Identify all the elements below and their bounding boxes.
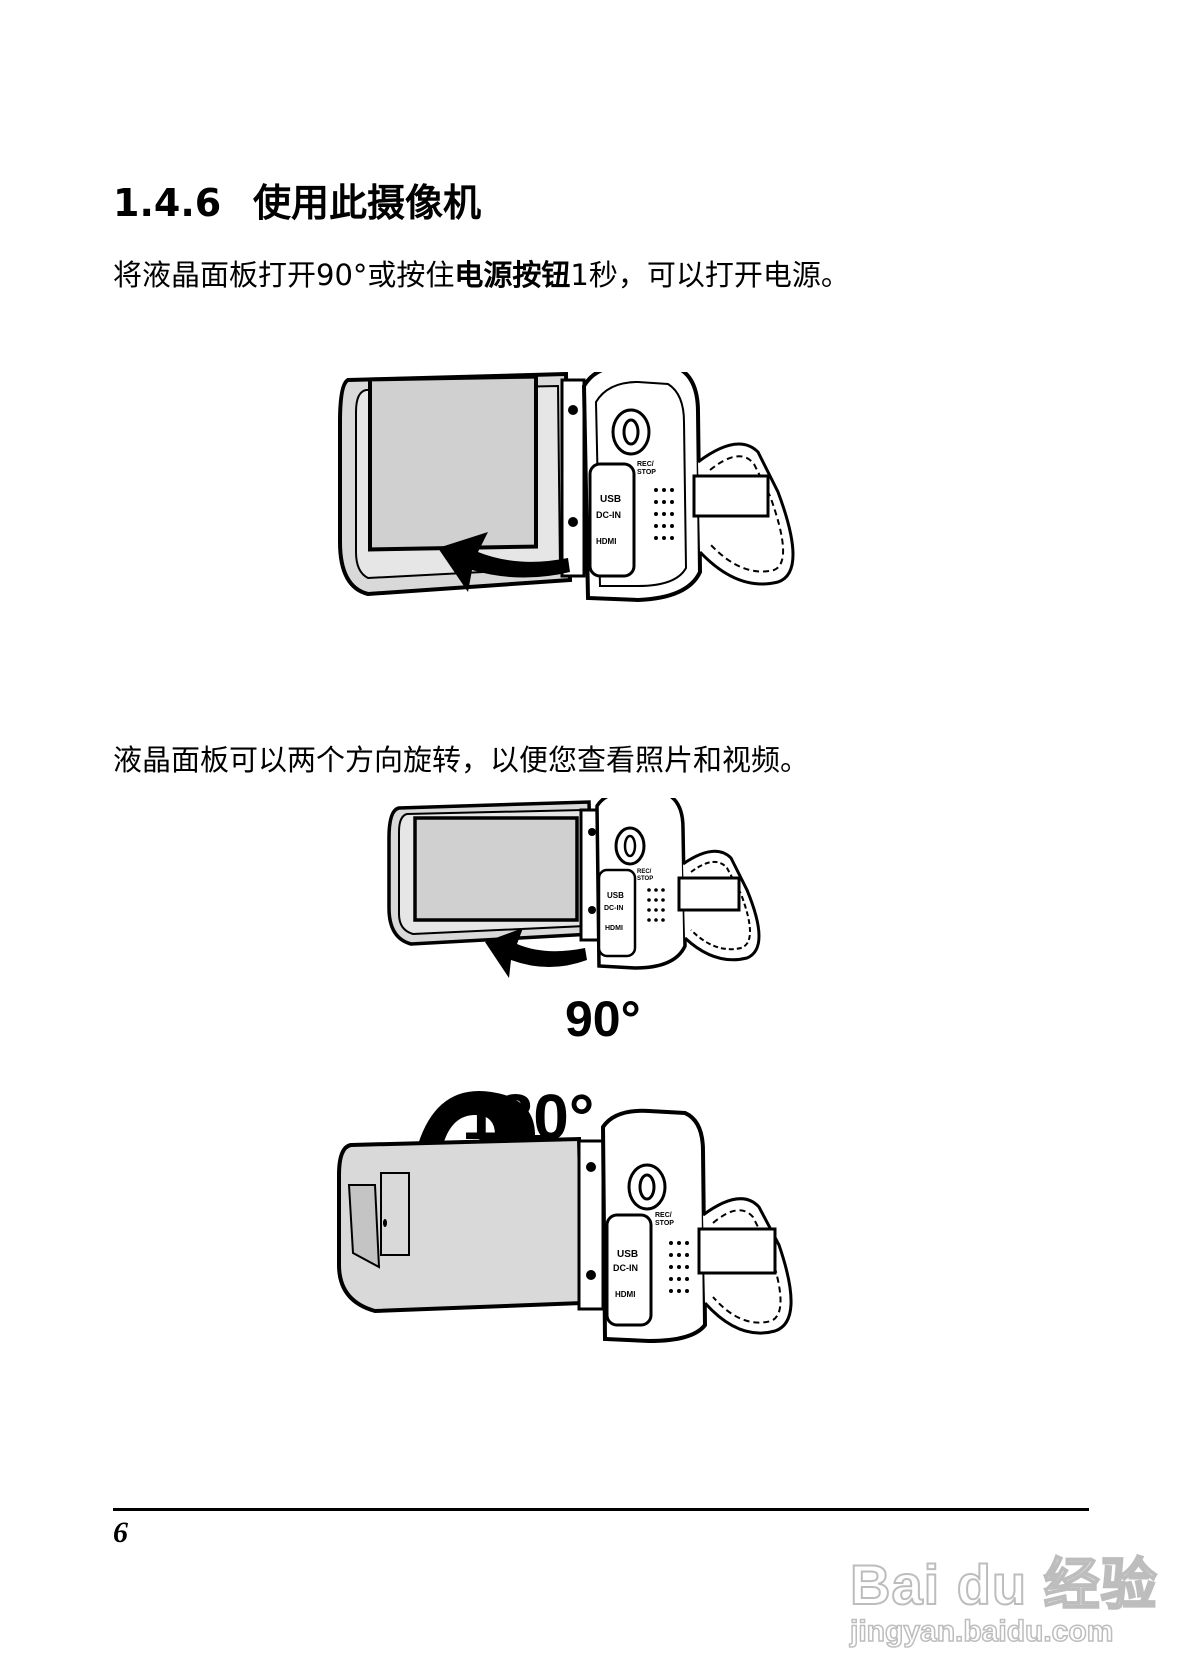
usb-label-3: USB <box>617 1249 638 1260</box>
usb-label-2: USB <box>607 891 624 900</box>
usb-label: USB <box>600 494 621 505</box>
baidu-watermark: Bai du 经验 jingyan.baidu.com <box>849 1540 1158 1660</box>
dcin-label-3: DC-IN <box>613 1263 638 1273</box>
angle-90-label: 90° <box>565 991 641 1047</box>
rec-label: REC/ <box>637 461 654 468</box>
hdmi-label-2: HDMI <box>605 925 623 932</box>
watermark-url: jingyan.baidu.com <box>849 1614 1114 1649</box>
page-number: 6 <box>113 1516 128 1549</box>
hdmi-label: HDMI <box>596 537 616 546</box>
watermark-logo-text: Bai du 经验 <box>849 1552 1158 1617</box>
hdmi-label-3: HDMI <box>615 1290 635 1299</box>
paragraph-power-on: 将液晶面板打开90°或按住电源按钮1秒，可以打开电源。 <box>113 252 850 294</box>
section-number: 1.4.6 <box>113 181 222 225</box>
camcorder-180-illustration: REC/ STOP USB DC-IN HDMI <box>337 1091 793 1344</box>
stop-label-3: STOP <box>655 1220 674 1227</box>
para1-text-start: 将液晶面板打开90°或按住 <box>113 258 455 292</box>
stop-label: STOP <box>637 469 656 476</box>
paragraph-rotation: 液晶面板可以两个方向旋转，以便您查看照片和视频。 <box>113 743 810 777</box>
stop-label-2: STOP <box>637 876 653 882</box>
footer-rule <box>113 1508 1089 1511</box>
watermark-logo: Bai du 经验 <box>849 1540 1158 1621</box>
power-button-term: 电源按钮 <box>454 258 571 292</box>
dcin-label: DC-IN <box>596 510 621 520</box>
camcorder-open-illustration: REC/ STOP USB DC-IN HDMI <box>338 372 795 603</box>
rec-label-3: REC/ <box>655 1212 672 1219</box>
section-title: 使用此摄像机 <box>253 181 482 225</box>
rec-label-2: REC/ <box>637 869 652 875</box>
camcorder-90-illustration: REC/ STOP USB DC-IN HDMI <box>387 798 761 978</box>
section-heading: 1.4.6 使用此摄像机 <box>113 172 481 227</box>
para1-text-end: 1秒，可以打开电源。 <box>570 258 850 292</box>
dcin-label-2: DC-IN <box>604 905 623 912</box>
